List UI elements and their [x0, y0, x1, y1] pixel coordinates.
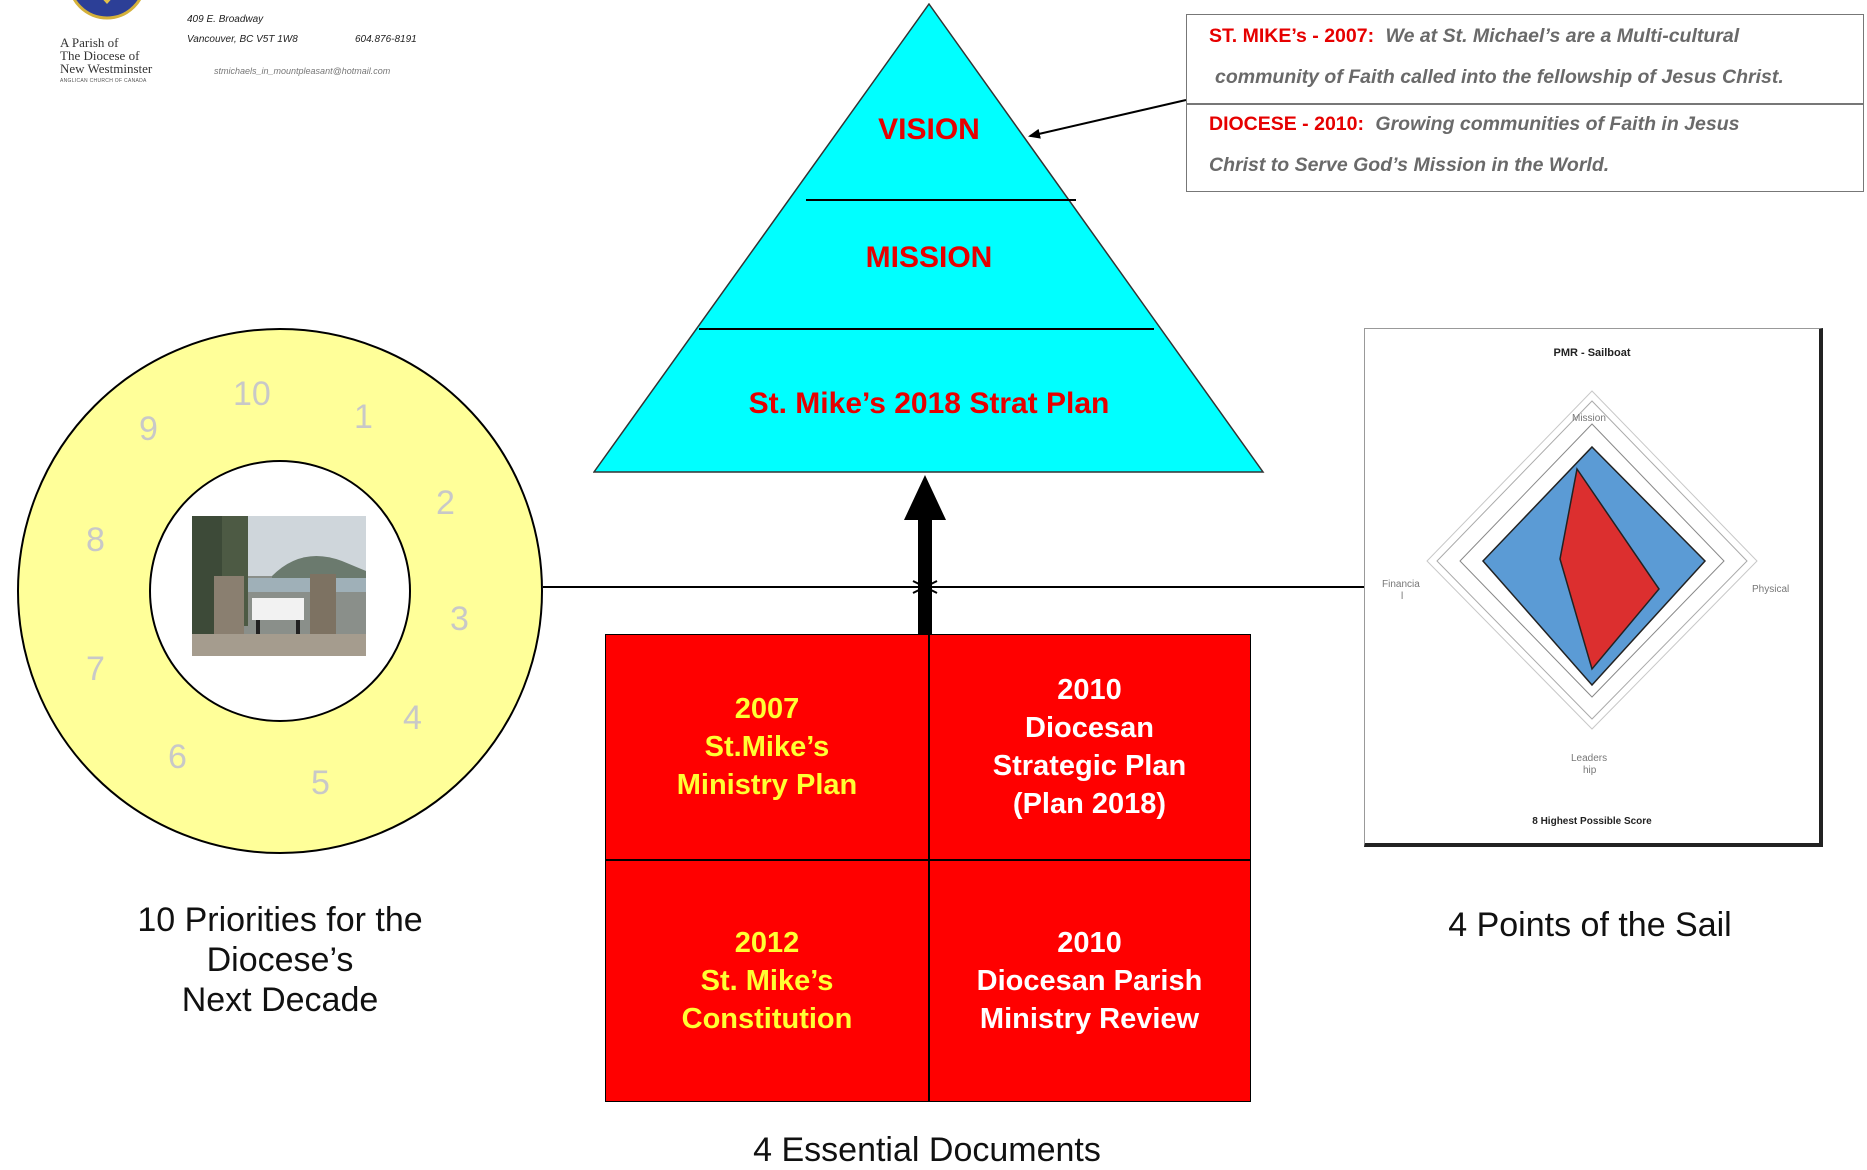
address-line: 409 E. Broadway: [187, 14, 264, 25]
doc-2-year: 2010: [1057, 674, 1122, 706]
st-mike-vision-sep: :: [1367, 25, 1375, 47]
pmr-sailboat-chart: PMR - Sailboat Mission Financia l Physic…: [1364, 328, 1823, 847]
doc-4-owner: Diocesan Parish: [976, 964, 1203, 997]
st-mike-vision-text-1: We at St. Michael’s are a Multi-cultural: [1385, 25, 1740, 47]
documents-caption: 4 Essential Documents: [753, 1131, 1101, 1169]
vision-row-1: ST. MIKE’s - 2007: We at St. Michael’s a…: [1209, 25, 1739, 48]
doc-1-title: Ministry Plan: [676, 769, 858, 801]
priority-number-9: 9: [139, 410, 158, 448]
essential-documents-grid: 2007 St.Mike’s Ministry Plan 2010 Dioces…: [605, 634, 1251, 1102]
vision-arrow: [1028, 99, 1187, 139]
doc-2-subtitle: (Plan 2018): [1012, 788, 1167, 820]
sailboat-radar: [1426, 390, 1758, 730]
phone-line: 604.876-8191: [355, 34, 417, 45]
priority-number-2: 2: [436, 484, 455, 522]
diocese-vision-text-2: Christ to Serve God’s Mission in the Wor…: [1209, 154, 1610, 176]
doc-diocesan-strategic-plan-2010: 2010 Diocesan Strategic Plan (Plan 2018): [929, 635, 1250, 859]
strat-plan-label: St. Mike’s 2018 Strat Plan: [748, 387, 1110, 420]
doc-parish-ministry-review-2010: 2010 Diocesan Parish Ministry Review: [929, 860, 1250, 1101]
doc-constitution-2012: 2012 St. Mike’s Constitution: [606, 860, 928, 1101]
vision-row-4: Christ to Serve God’s Mission in the Wor…: [1209, 154, 1609, 177]
sail-label-leadership: Leaders: [1571, 753, 1608, 764]
doc-3-owner: St. Mike’s: [700, 964, 834, 997]
doc-4-year: 2010: [1057, 926, 1122, 959]
sail-caption: 4 Points of the Sail: [1448, 906, 1732, 944]
doc-3-year: 2012: [734, 926, 800, 959]
st-mike-vision-label: ST. MIKE’s - 2007: [1209, 25, 1368, 47]
sail-label-financial: Financia: [1382, 579, 1420, 590]
doc-ministry-plan-2007: 2007 St.Mike’s Ministry Plan: [606, 635, 928, 859]
vision-label: VISION: [878, 113, 980, 146]
st-mike-vision-text-2: community of Faith called into the fello…: [1215, 66, 1784, 88]
up-arrow-head: [904, 475, 946, 520]
sail-label-financial-2: l: [1401, 591, 1404, 602]
parish-line-2: The Diocese of: [60, 48, 140, 63]
sail-label-physical: Physical: [1752, 584, 1790, 595]
priorities-caption-line-2: Diocese’s: [206, 941, 354, 979]
priority-number-7: 7: [86, 650, 105, 688]
parish-line-1: A Parish of: [60, 35, 119, 50]
city-line: Vancouver, BC V5T 1W8: [187, 34, 298, 45]
sail-label-leadership-2: hip: [1583, 765, 1597, 776]
parish-line-4: ANGLICAN CHURCH OF CANADA: [60, 78, 147, 84]
up-arrow-shaft: [918, 515, 932, 637]
priority-number-3: 3: [450, 600, 469, 638]
vision-mission-pyramid: [593, 3, 1265, 473]
doc-4-title: Ministry Review: [979, 1002, 1200, 1035]
sail-label-mission: Mission: [1572, 413, 1606, 424]
doc-1-owner: St.Mike’s: [704, 731, 830, 763]
priorities-caption: 10 Priorities for the Diocese’s Next Dec…: [80, 900, 480, 1020]
sailboat-chart-footer: 8 Highest Possible Score: [1532, 816, 1652, 827]
priority-number-1: 1: [354, 398, 373, 436]
doc-2-owner: Diocesan: [1025, 712, 1154, 744]
sail-inner-area: [1559, 467, 1660, 671]
priority-number-4: 4: [403, 699, 422, 737]
priority-number-8: 8: [86, 521, 105, 559]
email-line: stmichaels_in_mountpleasant@hotmail.com: [214, 66, 391, 76]
priority-number-10: 10: [233, 375, 271, 413]
diocese-crest-logo: [72, 0, 142, 20]
sailboat-chart-title: PMR - Sailboat: [1553, 347, 1631, 359]
diocese-vision-label: DIOCESE - 2010: [1209, 113, 1358, 135]
vision-row-3: DIOCESE - 2010: Growing communities of F…: [1209, 113, 1739, 136]
doc-1-year: 2007: [734, 693, 800, 725]
parish-line-3: New Westminster: [60, 61, 153, 76]
priority-number-5: 5: [311, 764, 330, 802]
outdoor-altar-photo: [192, 516, 366, 656]
doc-2-title: Strategic Plan: [992, 750, 1187, 782]
priority-number-6: 6: [168, 738, 187, 776]
priorities-caption-line-3: Next Decade: [181, 981, 379, 1019]
mission-label: MISSION: [865, 241, 993, 274]
vision-statements-box: ST. MIKE’s - 2007: We at St. Michael’s a…: [1186, 14, 1864, 192]
diocese-vision-text-1: Growing communities of Faith in Jesus: [1375, 113, 1740, 135]
priorities-caption-line-1: 10 Priorities for the: [137, 901, 423, 939]
diocese-vision-sep: :: [1357, 113, 1364, 135]
vision-row-2: community of Faith called into the fello…: [1215, 66, 1784, 89]
doc-3-title: Constitution: [681, 1002, 853, 1035]
